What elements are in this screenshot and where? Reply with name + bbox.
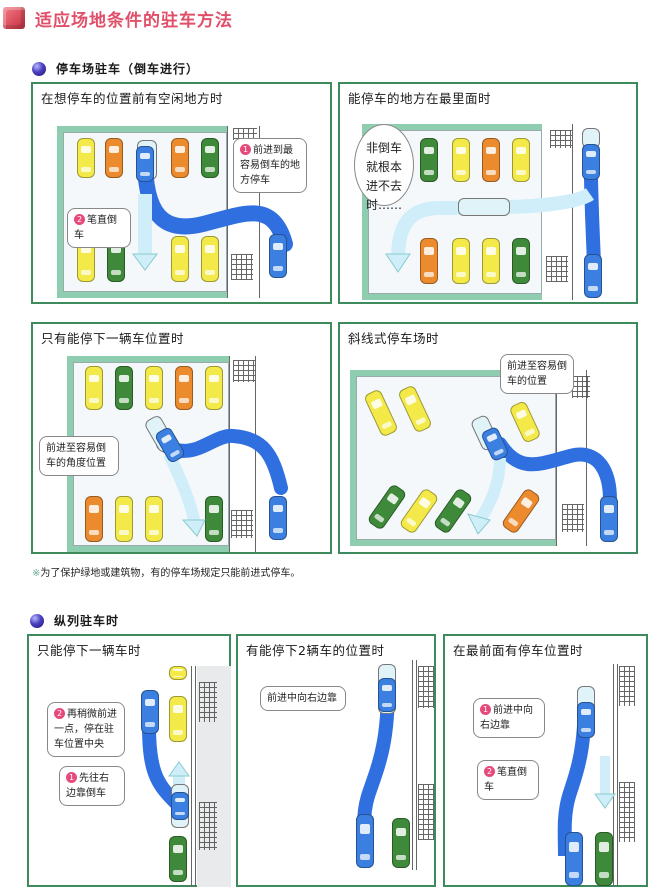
parked-car (115, 496, 133, 542)
parked-car (175, 366, 193, 410)
crosswalk-grid (199, 802, 217, 850)
parked-car (201, 236, 219, 282)
parked-car (392, 818, 410, 868)
panel-one-space: 只有能停下一辆车位置时 前进至容易倒车的角度位置 (31, 322, 332, 554)
parked-car (85, 496, 103, 542)
panel-title: 能停车的地方在最里面时 (348, 91, 492, 106)
page-title: 适应场地条件的驻车方法 (0, 0, 233, 36)
ball-icon (32, 61, 46, 76)
crosswalk-grid (231, 510, 253, 538)
blue-car (577, 702, 595, 738)
parked-car (85, 366, 103, 410)
crosswalk-grid (619, 782, 635, 842)
parked-car (420, 238, 438, 284)
panel-title: 在最前面有停车位置时 (453, 643, 584, 658)
parked-car (205, 496, 223, 542)
parked-car (115, 366, 133, 410)
driving-path (467, 437, 617, 535)
driving-path (132, 151, 293, 271)
parked-car (482, 238, 500, 284)
car-outline (458, 198, 510, 216)
parked-car (77, 138, 95, 178)
footnote: ※为了保护绿地或建筑物，有的停车场规定只能前进式停车。 (32, 568, 301, 579)
page-title-text: 适应场地条件的驻车方法 (35, 10, 233, 31)
parked-car (452, 138, 470, 182)
crosswalk-grid (546, 256, 568, 282)
parked-car (201, 138, 219, 178)
blue-car (269, 496, 287, 540)
driving-path (142, 725, 190, 816)
crosswalk-grid (418, 666, 434, 708)
section-heading-garage: 停车场驻车（倒车进行） (32, 60, 199, 77)
parked-car (169, 696, 187, 742)
callout: 前进至容易倒车的角度位置 (39, 436, 119, 476)
callout: 前进中向右边靠 (260, 686, 346, 711)
panel-title: 在想停车的位置前有空闲地方时 (41, 91, 224, 106)
crosswalk-grid (572, 376, 590, 398)
panel-title: 斜线式停车场时 (348, 331, 440, 346)
parked-car (205, 366, 223, 410)
parked-car (595, 832, 613, 886)
blue-car (378, 678, 396, 712)
parked-car (482, 138, 500, 182)
blue-car (565, 832, 583, 886)
crosswalk-grid (619, 666, 635, 706)
crosswalk-grid (231, 254, 253, 280)
panel-parallel-two-spaces: 有能停下2辆车的位置时 前进中向右边靠 (236, 634, 436, 887)
blue-car (600, 496, 618, 542)
parked-car (145, 496, 163, 542)
ball-icon (30, 613, 44, 628)
crosswalk-grid (233, 360, 255, 382)
panel-diagonal: 斜线式停车场时 前进至容易倒车的位置 (338, 322, 638, 554)
crosswalk-grid (562, 504, 584, 532)
parked-car (145, 366, 163, 410)
parked-car (171, 236, 189, 282)
parked-car (512, 238, 530, 284)
panel-title: 有能停下2辆车的位置时 (246, 643, 385, 658)
blue-car (356, 814, 374, 868)
cube-icon (3, 7, 25, 29)
driving-path (557, 695, 616, 857)
parked-car (420, 138, 438, 182)
speech-bubble: 非倒车就根本进不去时…… (354, 124, 414, 212)
blue-car (269, 234, 287, 278)
parked-car (105, 138, 123, 178)
panel-innermost: 能停车的地方在最里面时 非倒车就根本进不去时…… (338, 82, 638, 304)
parked-car (512, 138, 530, 182)
callout: 前进至容易倒车的位置 (500, 354, 574, 394)
section-title: 纵列驻车时 (54, 614, 120, 628)
parked-car (169, 836, 187, 882)
section-title: 停车场驻车（倒车进行） (56, 62, 200, 76)
blue-car (584, 254, 602, 298)
panel-title: 只有能停下一辆车位置时 (41, 331, 185, 346)
section-heading-parallel: 纵列驻车时 (30, 612, 119, 629)
blue-car (582, 144, 600, 180)
crosswalk-grid (233, 128, 257, 140)
parked-car (171, 138, 189, 178)
parked-car (169, 666, 187, 680)
blue-car-reverse (136, 146, 154, 182)
blue-car (171, 792, 189, 820)
crosswalk-grid (199, 682, 217, 722)
parked-car (452, 238, 470, 284)
blue-car (141, 690, 159, 734)
panel-title: 只能停下一辆车时 (37, 643, 142, 658)
crosswalk-grid (418, 784, 434, 840)
crosswalk-grid (550, 130, 572, 148)
